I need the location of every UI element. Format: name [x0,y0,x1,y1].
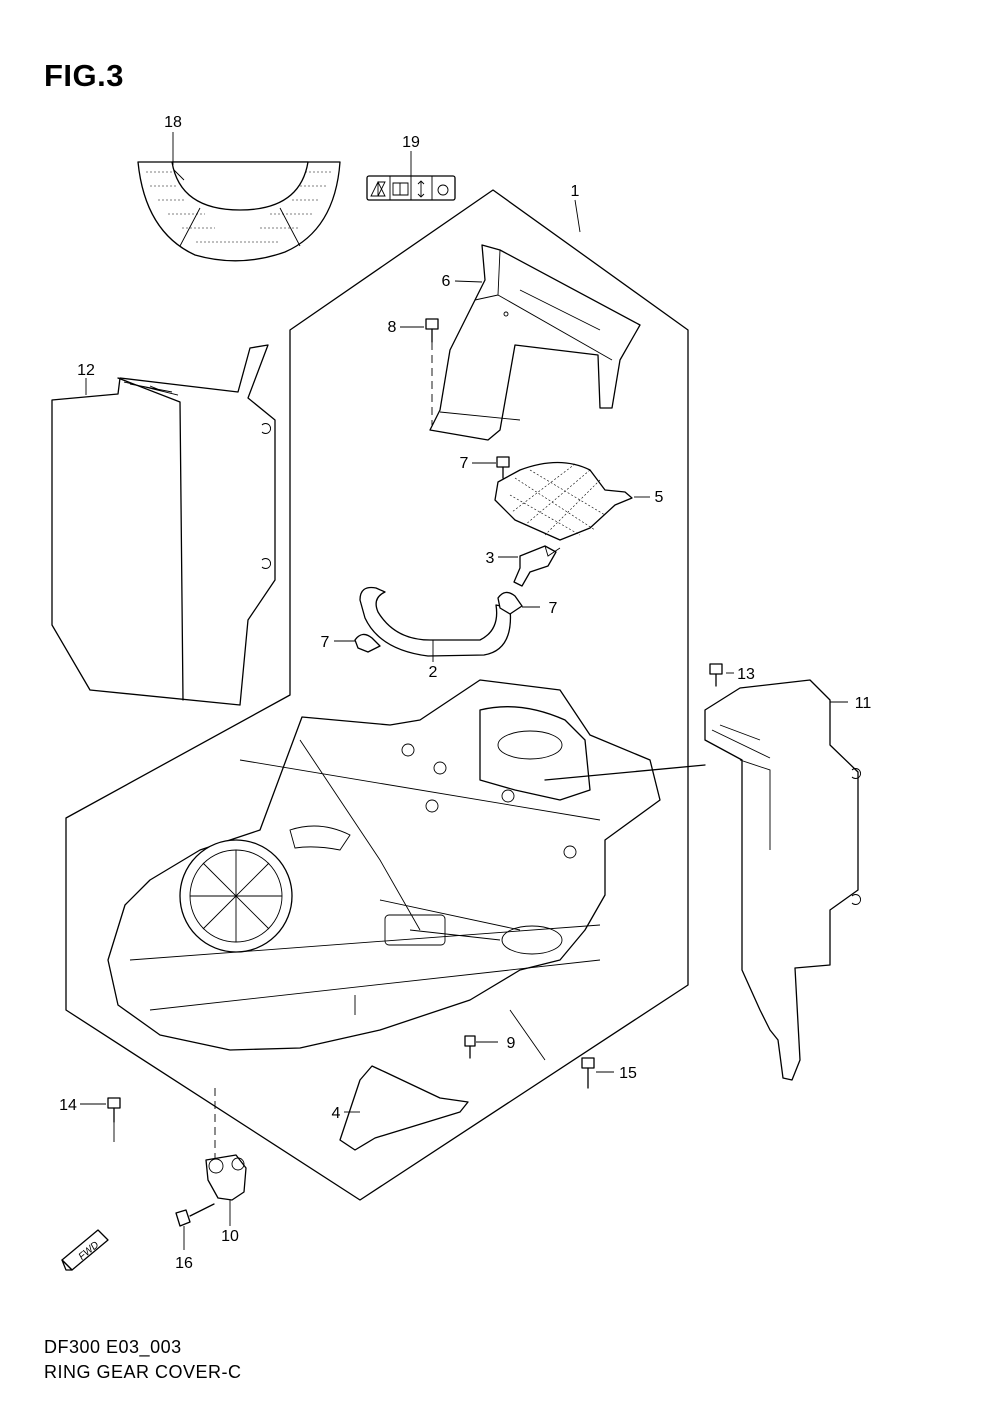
part-12-panel [704,679,861,1081]
leader-lines [80,132,848,1250]
part-4-bracket [339,1065,469,1151]
part-15-bolt [107,1097,121,1142]
part-14-screw [709,663,723,687]
callout-7-upper: 7 [549,600,558,617]
part-7-clip-lower [354,633,381,653]
part-17-bolt [175,1203,215,1227]
callout-18: 18 [164,114,182,131]
part-10-screw [464,1035,476,1059]
callout-11: 10 [221,1228,239,1245]
callout-10: 9 [507,1035,516,1052]
callout-15: 14 [59,1097,77,1114]
callout-16: 15 [619,1065,637,1082]
callout-17: 16 [175,1255,193,1272]
callout-7-lower: 7 [321,634,330,651]
part-19-label [366,175,456,201]
callout-19: 19 [402,134,420,151]
callout-13: 12 [77,362,95,379]
updown-arrow-icon [417,180,425,198]
callout-8: 7 [460,455,469,472]
callout-4: 4 [332,1105,341,1122]
callout-6: 6 [442,273,451,290]
part-13-panel [51,344,276,706]
part-6-bracket [429,244,641,441]
callout-9: 8 [388,319,397,336]
part-16-bolt [581,1057,595,1089]
part-18-pad [137,161,341,262]
warning-icon [370,180,386,197]
callout-2: 2 [429,664,438,681]
manual-icon [392,182,409,196]
diagram-code: DF300 E03_003 [44,1337,182,1357]
callout-3: 3 [486,550,495,567]
diagram-name: RING GEAR COVER-C [44,1362,242,1382]
part-3-fitting [513,545,561,587]
part-11-clamp [205,1088,247,1201]
part-7-clip-upper [497,591,523,615]
callout-1: 1 [571,183,580,200]
part-8-screw [496,456,510,479]
part-9-bolt [425,318,439,425]
part-2-hose [359,586,512,657]
fwd-arrow-icon: FWD [61,1229,109,1271]
ring-gear-cover-body [107,679,706,1061]
figure-title: FIG.3 [44,58,125,93]
part-5-filter [494,461,633,541]
callout-14: 13 [737,666,755,683]
ring-icon [437,184,449,196]
assembly-outline [65,189,689,1201]
callout-5: 5 [655,489,664,506]
callout-12: 11 [855,695,872,712]
